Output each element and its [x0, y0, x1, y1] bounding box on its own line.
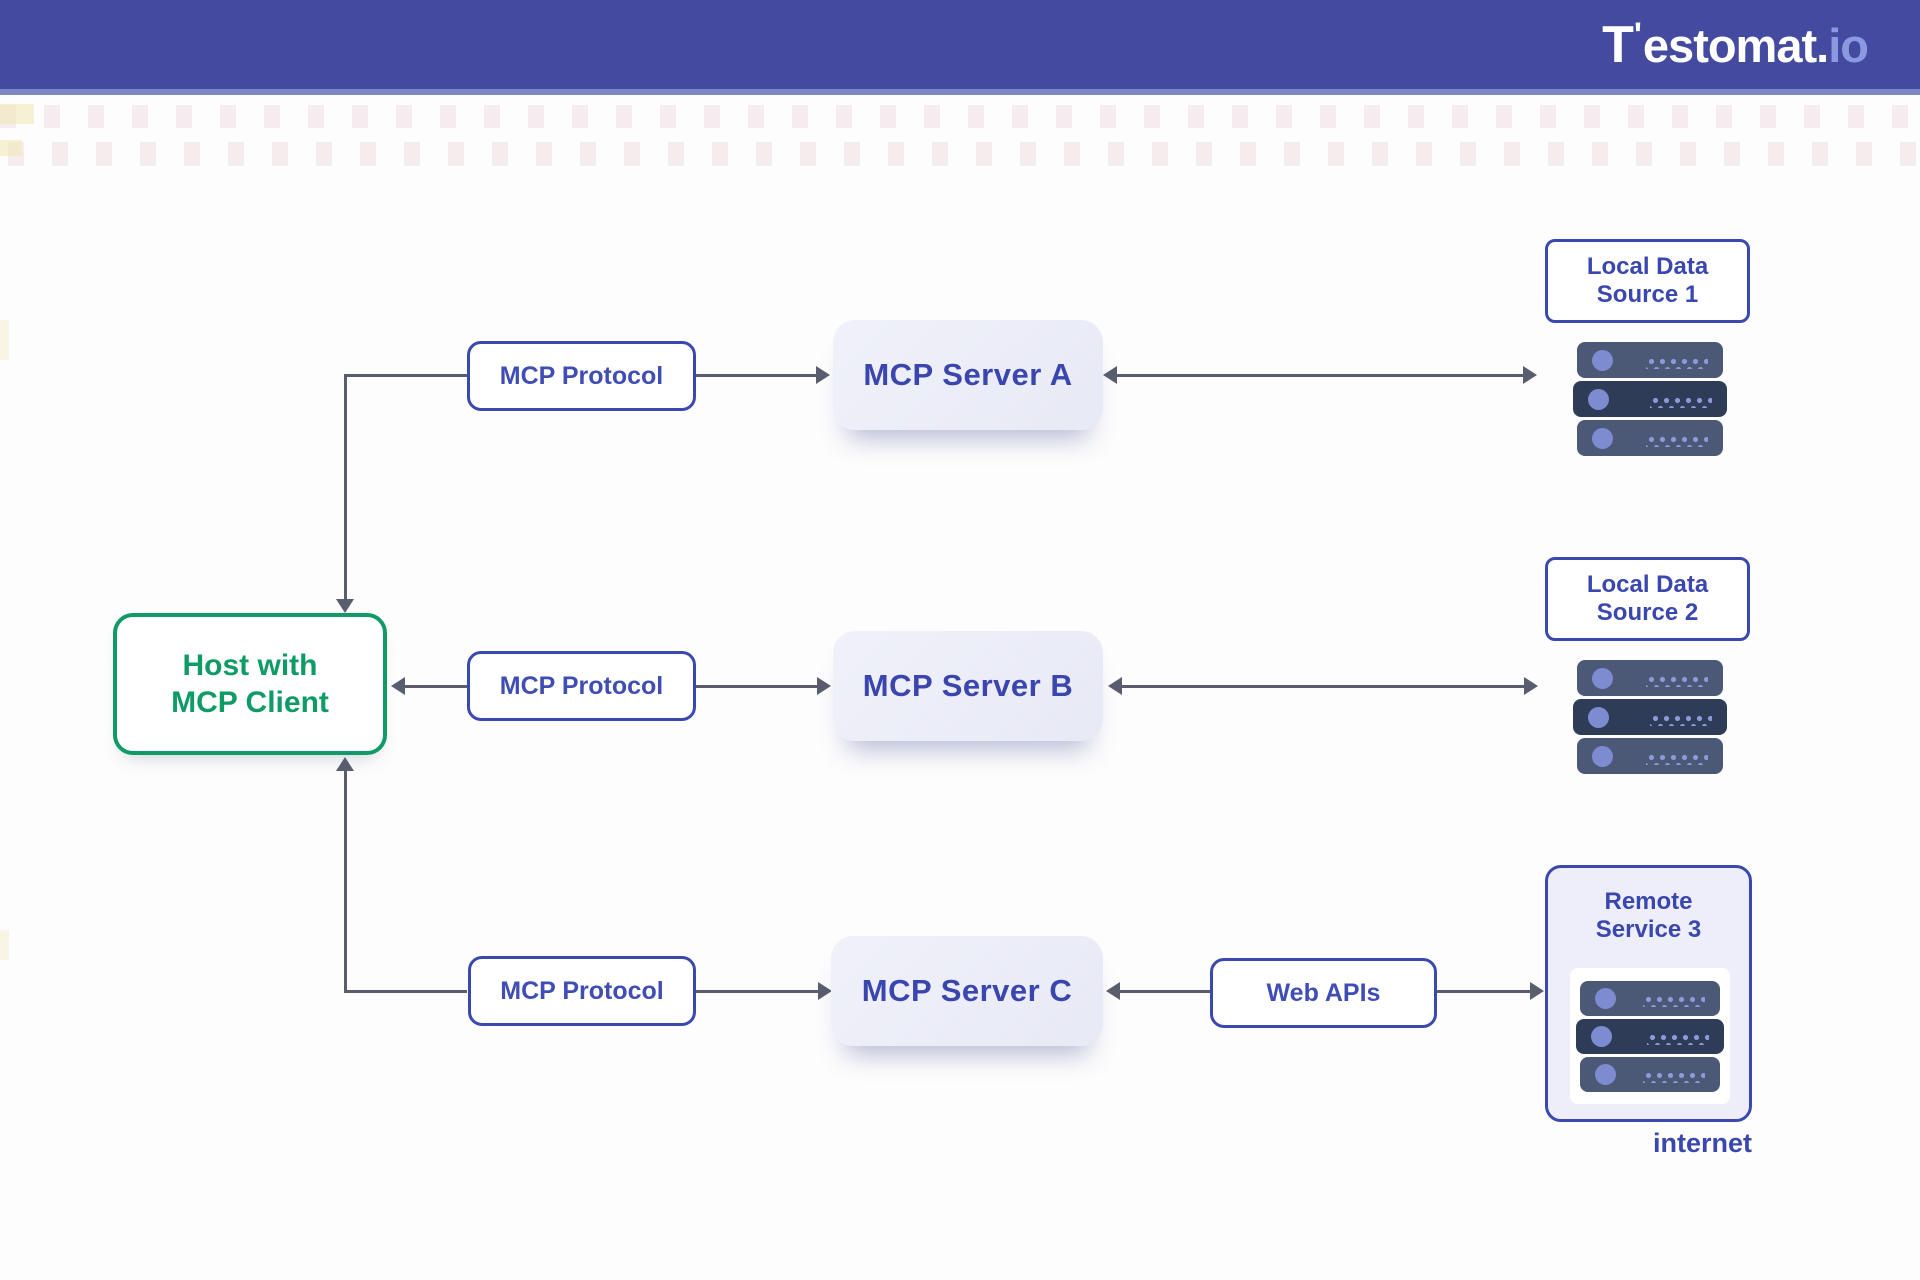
host-with-mcp-client-node: Host with MCP Client — [113, 613, 387, 755]
server-slab — [1573, 381, 1727, 417]
server-vents-icon — [1643, 989, 1705, 1007]
host-label-line2: MCP Client — [171, 686, 329, 719]
local-data-source-2-line2: Source 2 — [1596, 599, 1699, 626]
server-slab — [1580, 1056, 1720, 1092]
connector-server-a-to-datasource-1 — [1117, 374, 1523, 377]
server-vents-icon — [1646, 747, 1708, 765]
server-stack-icon — [1573, 660, 1727, 774]
local-data-source-2-line1: Local Data — [1586, 571, 1709, 598]
remote-service-3-line1: Remote — [1604, 888, 1693, 915]
server-slab — [1577, 738, 1723, 774]
connector-line — [405, 685, 467, 688]
server-led-icon — [1592, 745, 1613, 767]
mcp-protocol-node-c: MCP Protocol — [468, 956, 696, 1026]
server-vents-icon — [1646, 429, 1708, 447]
server-vents-icon — [1650, 708, 1712, 726]
server-vents-icon — [1650, 390, 1712, 408]
connector-host-to-protocol-a — [344, 374, 347, 600]
web-apis-node: Web APIs — [1210, 958, 1437, 1028]
server-slab — [1573, 699, 1727, 735]
server-vents-icon — [1643, 1065, 1705, 1083]
arrowhead-into-host-bottom — [336, 757, 354, 771]
arrowhead-into-host-top — [336, 599, 354, 613]
header-bar: T ' estomat . io — [0, 0, 1920, 95]
server-led-icon — [1592, 667, 1613, 689]
mcp-server-b-node: MCP Server B — [833, 631, 1103, 741]
mcp-server-b-label: MCP Server B — [862, 668, 1074, 703]
server-led-icon — [1592, 427, 1613, 449]
connector-protocol-c-to-server-c — [696, 990, 818, 993]
server-stack-icon — [1576, 980, 1724, 1092]
arrowhead-into-server-c — [818, 982, 832, 1000]
server-slab — [1577, 420, 1723, 456]
server-slab — [1580, 980, 1720, 1016]
logo-t-glyph: T — [1602, 16, 1634, 74]
arrowhead-into-server-b-right — [1108, 677, 1122, 695]
edge-artifact — [0, 140, 22, 156]
edge-artifact — [0, 320, 9, 360]
web-apis-label: Web APIs — [1266, 978, 1381, 1007]
edge-artifact — [0, 104, 34, 124]
connector-protocol-b-to-server-b — [696, 685, 817, 688]
mcp-protocol-node-b: MCP Protocol — [467, 651, 696, 721]
logo-name: estomat — [1642, 18, 1817, 72]
mcp-server-a-node: MCP Server A — [833, 320, 1103, 430]
server-vents-icon — [1646, 669, 1708, 687]
connector-protocol-a-to-server-a — [696, 374, 817, 377]
internet-caption: internet — [1652, 1128, 1752, 1158]
mcp-server-c-label: MCP Server C — [861, 973, 1073, 1008]
server-led-icon — [1595, 987, 1616, 1009]
host-label-line1: Host with — [182, 649, 318, 682]
mcp-protocol-label: MCP Protocol — [499, 671, 664, 700]
server-stack-icon — [1573, 342, 1727, 456]
connector-server-b-to-datasource-2 — [1122, 685, 1524, 688]
connector-webapis-to-remote — [1437, 990, 1530, 993]
connector-line — [344, 990, 467, 993]
arrowhead-into-datasource-2 — [1524, 677, 1538, 695]
mcp-server-a-label: MCP Server A — [863, 357, 1073, 392]
server-slab — [1576, 1018, 1724, 1054]
connector-line — [344, 374, 467, 377]
server-slab — [1577, 342, 1723, 378]
local-data-source-1-line2: Source 1 — [1596, 281, 1699, 308]
local-data-source-1-line1: Local Data — [1586, 253, 1709, 280]
server-led-icon — [1588, 706, 1609, 728]
logo-tick-icon: ' — [1633, 15, 1642, 54]
server-led-icon — [1591, 1025, 1612, 1047]
remote-service-3-line2: Service 3 — [1595, 916, 1702, 943]
mcp-server-c-node: MCP Server C — [831, 936, 1103, 1046]
local-data-source-1-node: Local Data Source 1 — [1545, 239, 1750, 323]
arrowhead-into-server-b — [817, 677, 831, 695]
arrowhead-into-remote-service — [1530, 982, 1544, 1000]
ghost-watermark-band — [0, 142, 1920, 166]
server-led-icon — [1595, 1063, 1616, 1085]
ghost-watermark-band — [0, 105, 1920, 128]
edge-artifact — [0, 930, 9, 960]
server-led-icon — [1588, 388, 1609, 410]
remote-service-panel — [1570, 968, 1730, 1104]
local-data-source-2-node: Local Data Source 2 — [1545, 557, 1750, 641]
server-led-icon — [1592, 349, 1613, 371]
arrowhead-into-server-c-right — [1106, 982, 1120, 1000]
arrowhead-into-server-a-right — [1103, 366, 1117, 384]
logo-dot: . — [1816, 18, 1829, 72]
server-vents-icon — [1646, 351, 1708, 369]
arrowhead-into-server-a — [816, 366, 830, 384]
server-slab — [1577, 660, 1723, 696]
remote-service-3-title: Remote Service 3 — [1548, 888, 1749, 944]
mcp-protocol-label: MCP Protocol — [499, 361, 664, 390]
arrowhead-into-host-right — [391, 677, 405, 695]
remote-service-3-node: Remote Service 3 — [1545, 865, 1752, 1122]
connector-server-c-to-webapis — [1120, 990, 1210, 993]
logo-tld: io — [1828, 18, 1869, 72]
server-vents-icon — [1647, 1027, 1709, 1045]
mcp-protocol-node-a: MCP Protocol — [467, 341, 696, 411]
connector-host-to-protocol-c — [344, 770, 347, 993]
mcp-protocol-label: MCP Protocol — [500, 976, 664, 1005]
arrowhead-into-datasource-1 — [1523, 366, 1537, 384]
testomat-logo: T ' estomat . io — [1602, 14, 1869, 76]
